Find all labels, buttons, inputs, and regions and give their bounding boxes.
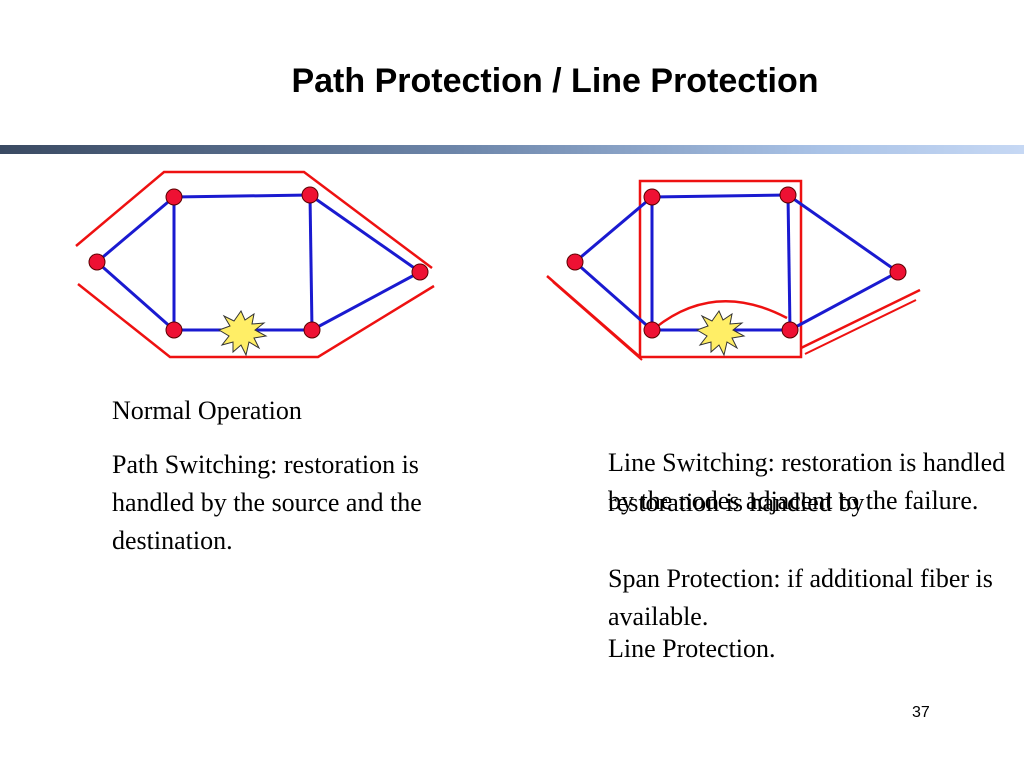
link-right-upper <box>787 193 899 274</box>
explosion-burst-icon <box>217 309 268 357</box>
path-protection-network <box>75 170 435 359</box>
node <box>781 321 799 339</box>
link-right-lower <box>311 270 421 332</box>
link-left-lower <box>96 260 175 332</box>
link-right-vertical <box>786 194 792 331</box>
link-left-upper <box>574 195 653 264</box>
protection-path-lower <box>77 283 435 359</box>
link-top <box>173 193 311 199</box>
node <box>165 321 183 339</box>
link-left-upper <box>96 195 175 264</box>
protection-outer-right <box>800 288 921 350</box>
node <box>303 321 321 339</box>
node <box>643 321 661 339</box>
restoration-overlap-text: restoration is handled by <box>608 488 865 517</box>
node <box>889 263 907 281</box>
link-left-lower <box>574 260 653 332</box>
link-right-upper <box>309 193 421 274</box>
page-number: 37 <box>912 704 930 721</box>
normal-operation-label: Normal Operation <box>112 396 302 425</box>
node <box>643 188 661 206</box>
node <box>779 186 797 204</box>
protection-outer-left-2 <box>552 281 643 361</box>
slide-title: Path Protection / Line Protection <box>291 62 819 100</box>
line-protection-text: Line Protection. <box>608 634 776 663</box>
node <box>88 253 106 271</box>
node <box>301 186 319 204</box>
node <box>566 253 584 271</box>
link-right-vertical <box>308 194 314 331</box>
span-protection-arc <box>654 299 788 329</box>
line-switching-text: Line Switching: restoration is handled b… <box>608 448 1006 515</box>
link-right-lower <box>789 270 899 332</box>
span-protection-text: Span Protection: if additional fiber is … <box>608 564 993 631</box>
node <box>165 188 183 206</box>
node <box>411 263 429 281</box>
protection-path-upper <box>75 170 433 269</box>
title-divider <box>0 145 1024 154</box>
line-protection-network <box>546 179 921 361</box>
protection-outer-right-2 <box>804 299 917 355</box>
path-switching-text: Path Switching: restoration is handled b… <box>112 450 422 555</box>
explosion-burst-icon <box>695 309 746 357</box>
link-top <box>651 193 789 199</box>
line-protection-loop <box>638 179 803 359</box>
